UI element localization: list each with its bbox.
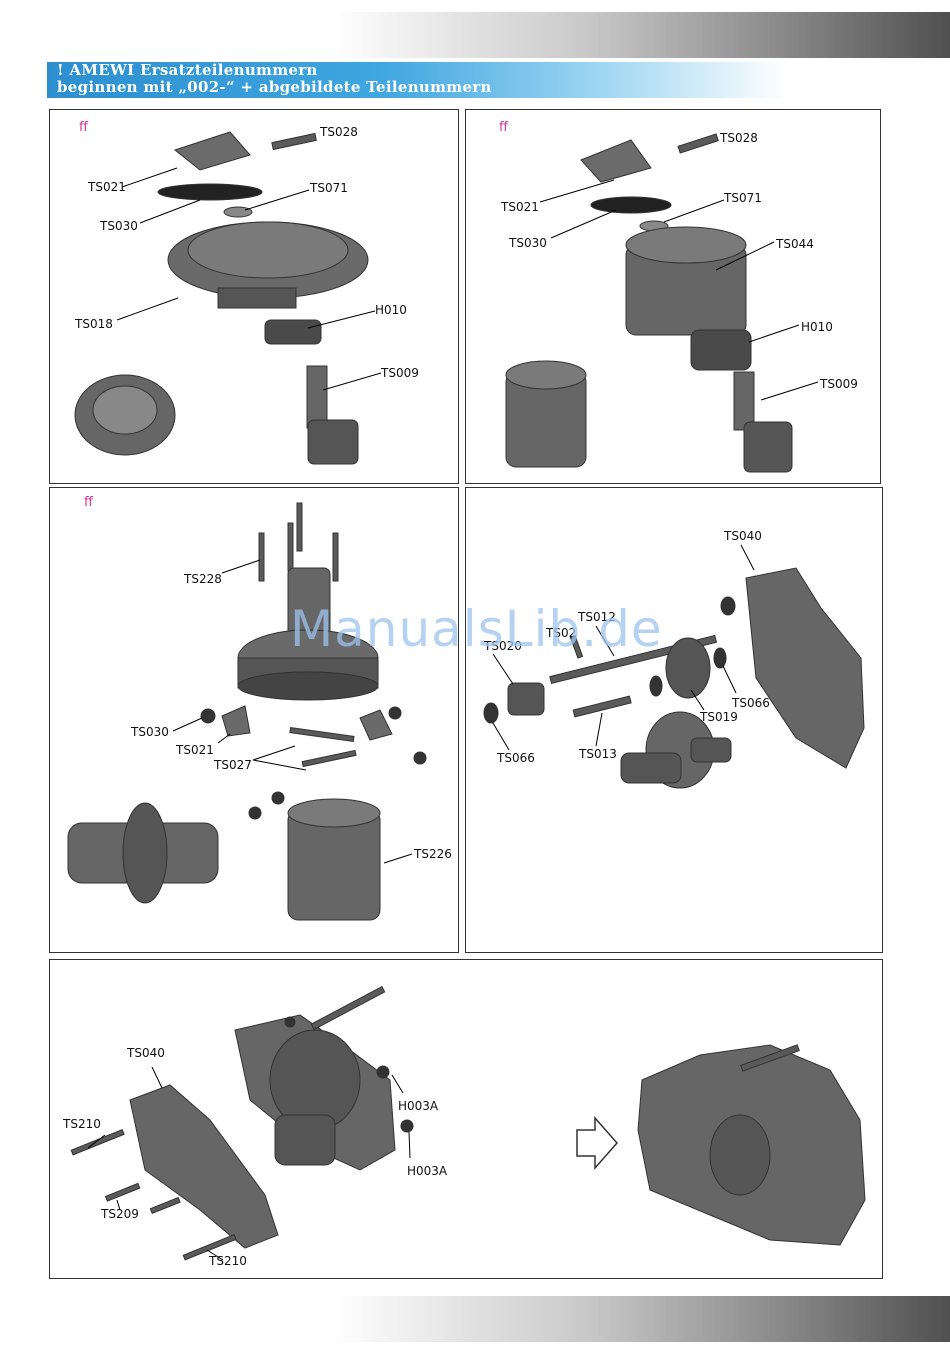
part-label-ts013: TS013 (579, 747, 617, 761)
part-label-ts021: TS021 (176, 743, 214, 757)
part-label-ts210: TS210 (209, 1254, 247, 1268)
ff-marker: ff (79, 120, 88, 135)
part-label-ts028: TS028 (320, 125, 358, 139)
part-label-h010: H010 (801, 320, 833, 334)
part-label-ts021: TS021 (88, 180, 126, 194)
exploded-diagram-3 (50, 488, 458, 952)
part-label-ts030: TS030 (100, 219, 138, 233)
part-label-ts209: TS209 (101, 1207, 139, 1221)
banner-line-2: beginnen mit „002-“ + abgebildete Teilen… (47, 79, 787, 96)
ff-marker: ff (499, 120, 508, 135)
exploded-diagram-4 (466, 488, 882, 952)
part-label-h003a: H003A (407, 1164, 447, 1178)
part-label-ts040: TS040 (724, 529, 762, 543)
part-label-ts027: TS027 (214, 758, 252, 772)
part-label-ts210: TS210 (63, 1117, 101, 1131)
diagram-panel-gearbox-assembly: TS040 TS210 H003A H003A TS209 TS210 (49, 959, 883, 1279)
exploded-diagram-5 (50, 960, 882, 1278)
bottom-gradient-bar (0, 1296, 950, 1342)
diagram-panel-diff-internals: ff TS228 TS030 TS021 TS027 TS226 (49, 487, 459, 953)
part-label-ts226: TS226 (414, 847, 452, 861)
ff-marker: ff (84, 495, 93, 510)
part-label-ts040: TS040 (127, 1046, 165, 1060)
diagram-panel-gearbox-shafts: TS040 TS012 TS02 TS020 TS066 TS019 TS066… (465, 487, 883, 953)
diagram-panel-diff-case: ff TS028 TS021 TS071 TS030 TS044 H010 TS… (465, 109, 881, 484)
part-label-ts030: TS030 (131, 725, 169, 739)
part-label-ts071: TS071 (310, 181, 348, 195)
part-label-ts044: TS044 (776, 237, 814, 251)
watermark: ManualsLib.de (290, 600, 663, 658)
part-label-h003a: H003A (398, 1099, 438, 1113)
part-label-ts030: TS030 (509, 236, 547, 250)
top-gradient-bar (0, 12, 950, 58)
banner-line-1: ! AMEWI Ersatzteilenummern (47, 62, 787, 79)
part-label-ts028: TS028 (720, 131, 758, 145)
part-number-banner: ! AMEWI Ersatzteilenummern beginnen mit … (47, 62, 787, 98)
exploded-diagram-1 (50, 110, 458, 483)
part-label-ts066: TS066 (732, 696, 770, 710)
part-label-ts071: TS071 (724, 191, 762, 205)
part-label-ts018: TS018 (75, 317, 113, 331)
part-label-h010: H010 (375, 303, 407, 317)
part-label-ts009: TS009 (820, 377, 858, 391)
part-label-ts019: TS019 (700, 710, 738, 724)
diagram-panel-diff-gear: ff TS028 TS021 TS071 TS030 TS018 H010 TS… (49, 109, 459, 484)
part-label-ts066: TS066 (497, 751, 535, 765)
part-label-ts021: TS021 (501, 200, 539, 214)
exploded-diagram-2 (466, 110, 880, 483)
part-label-ts228: TS228 (184, 572, 222, 586)
part-label-ts009: TS009 (381, 366, 419, 380)
